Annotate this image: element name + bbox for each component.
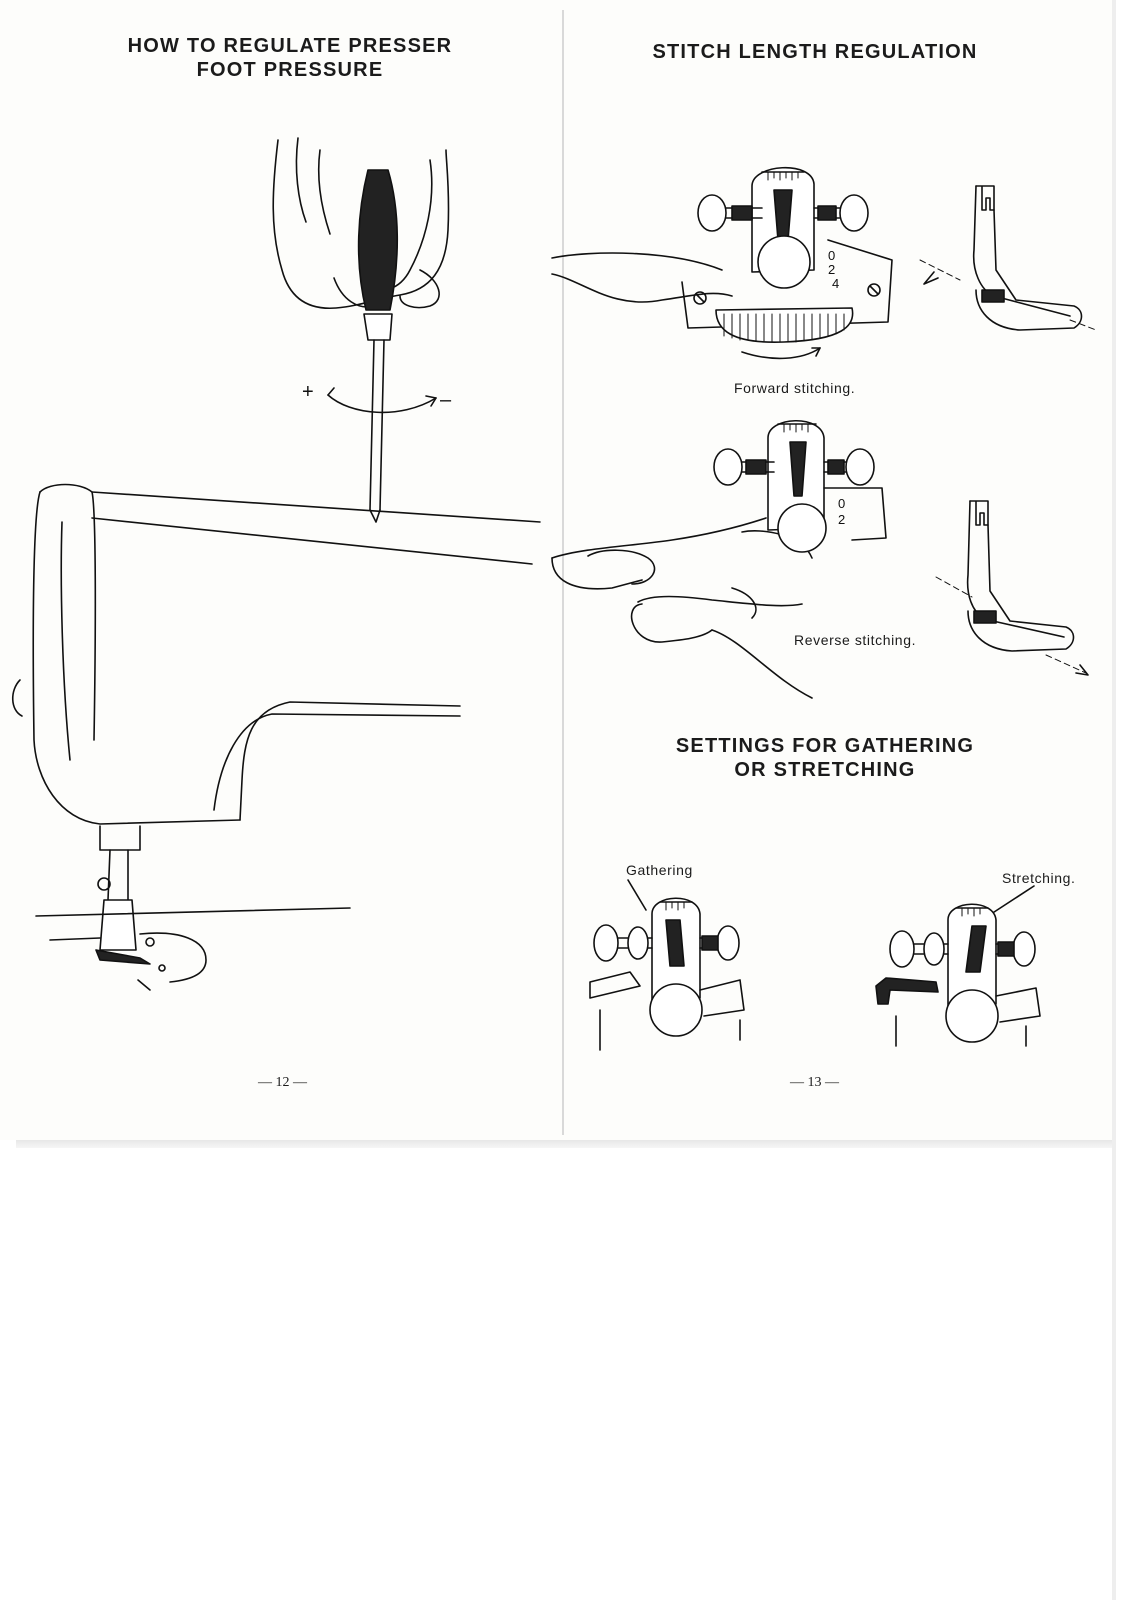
presser-foot-forward-icon	[919, 185, 1097, 331]
stretching-regulator-icon	[875, 885, 1041, 1047]
gathering-regulator-icon	[589, 879, 745, 1051]
reverse-regulator-icon: 0 2	[551, 420, 887, 699]
gathering-label: Gathering	[626, 862, 693, 878]
right-page-number: — 13 —	[790, 1075, 839, 1090]
minus-sign: –	[440, 389, 452, 411]
svg-text:2: 2	[838, 512, 845, 527]
plus-sign: +	[302, 381, 314, 403]
sewing-machine-head-icon	[11, 483, 541, 991]
stitch-length-heading: STITCH LENGTH REGULATION	[652, 41, 978, 63]
page-gutter	[562, 10, 564, 1135]
svg-text:4: 4	[832, 276, 839, 291]
left-page-number: — 12 —	[258, 1075, 307, 1090]
presser-foot-heading: HOW TO REGULATE PRESSER FOOT PRESSURE	[127, 35, 453, 81]
forward-stitching-caption: Forward stitching.	[734, 380, 856, 396]
svg-text:2: 2	[828, 262, 835, 277]
stretching-label: Stretching.	[1002, 870, 1076, 886]
forward-regulator-icon: 0 2 4	[551, 166, 893, 360]
page-right-edge	[1112, 0, 1116, 1600]
screwdriver-hand-icon: + –	[272, 137, 452, 523]
presser-foot-reverse-icon	[935, 500, 1089, 676]
svg-text:0: 0	[838, 496, 845, 511]
left-page	[0, 0, 564, 1140]
page-bottom-edge	[16, 1140, 1116, 1148]
svg-text:0: 0	[828, 248, 835, 263]
settings-heading: SETTINGS FOR GATHERING OR STRETCHING	[675, 735, 975, 781]
reverse-stitching-caption: Reverse stitching.	[794, 632, 917, 648]
